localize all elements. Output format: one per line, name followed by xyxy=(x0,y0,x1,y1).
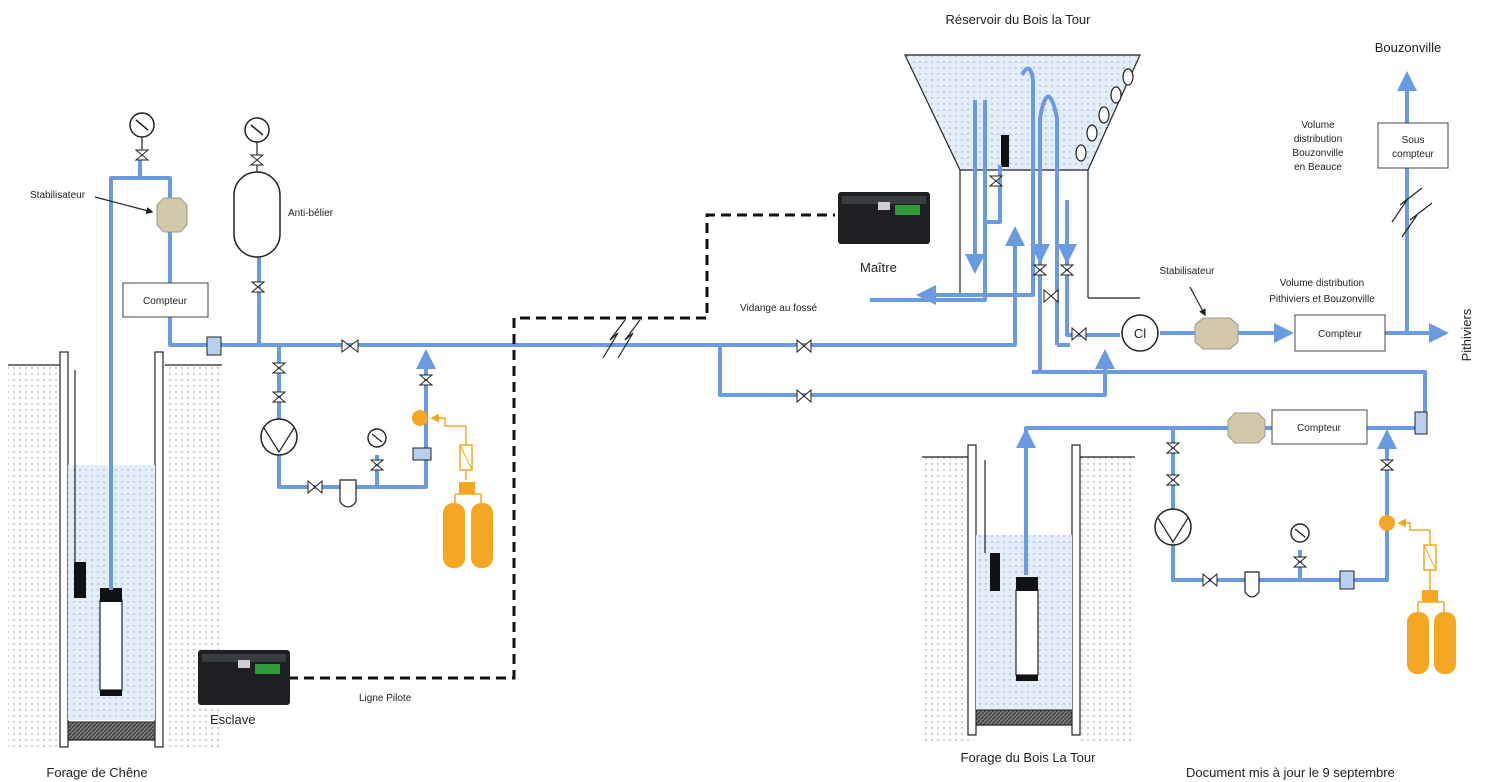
pipes-right xyxy=(650,66,1449,425)
valve-icon xyxy=(307,479,323,495)
vidange-label: Vidange au fossé xyxy=(740,303,818,314)
pressure-gauge-icon xyxy=(129,112,155,161)
stabilizer-icon xyxy=(1227,412,1266,444)
controller-esclave-icon xyxy=(198,650,290,705)
filter-icon xyxy=(1244,571,1260,598)
vol-bouz-line4: en Beauce xyxy=(1294,162,1342,173)
valve-icon xyxy=(1059,264,1075,276)
valve-icon xyxy=(1165,474,1181,486)
gas-cylinder-icon xyxy=(471,503,493,568)
valve-icon xyxy=(1202,572,1218,588)
valve-icon xyxy=(418,374,434,386)
vol-pith-line2: Pithiviers et Bouzonville xyxy=(1269,294,1375,305)
text-labels: Réservoir du Bois la Tour Bouzonville St… xyxy=(30,12,1474,780)
stabilisateur-left-label: Stabilisateur xyxy=(30,190,86,201)
valve-icon xyxy=(1165,442,1181,454)
gas-cylinder-icon xyxy=(1434,612,1456,674)
stabilisateur-right-label: Stabilisateur xyxy=(1159,266,1215,277)
float-switch-icon xyxy=(1075,68,1134,162)
injection-point-icon xyxy=(1379,515,1395,531)
ligne-pilote-label: Ligne Pilote xyxy=(359,693,412,704)
anti-belier-tank-icon xyxy=(233,171,281,258)
booster-pump-icon xyxy=(1154,508,1192,546)
valve-icon xyxy=(1043,288,1059,304)
valve-icon xyxy=(796,388,812,404)
controller-maitre-icon xyxy=(838,192,930,244)
pipe-break-icon xyxy=(1391,187,1433,238)
sous-compteur-line1: Sous xyxy=(1402,135,1425,146)
reservoir-label: Réservoir du Bois la Tour xyxy=(946,12,1092,27)
left-equipment xyxy=(94,112,493,568)
filter-icon xyxy=(339,479,357,508)
compteur-right-top-box xyxy=(1294,314,1386,352)
valve-icon xyxy=(271,391,287,403)
check-valve-icon xyxy=(412,447,432,461)
valve-icon xyxy=(250,281,266,293)
vol-bouz-line1: Volume xyxy=(1301,120,1335,131)
pressure-gauge-icon xyxy=(244,117,270,172)
right-equipment xyxy=(796,122,1449,404)
stabilizer-icon xyxy=(156,197,188,233)
submersible-pump-icon xyxy=(99,599,123,691)
esclave-label: Esclave xyxy=(210,712,256,727)
valve-icon xyxy=(341,339,359,353)
right-borehole-equipment xyxy=(1154,409,1456,674)
stabilizer-icon xyxy=(1194,317,1239,350)
chlorination-icon xyxy=(1121,314,1159,352)
bouzonville-label: Bouzonville xyxy=(1375,40,1442,55)
submersible-pump-icon xyxy=(1015,589,1039,676)
booster-pump-icon xyxy=(260,418,298,456)
compteur-left-label: Compteur xyxy=(143,296,188,307)
valve-icon xyxy=(988,175,1004,187)
sous-compteur-box xyxy=(1377,122,1449,169)
compteur-right-bottom-box xyxy=(1271,409,1368,445)
compteur-right-bottom-label: Compteur xyxy=(1297,423,1342,434)
forage-chene xyxy=(8,351,223,750)
level-probe-icon xyxy=(74,562,86,598)
vol-bouz-line3: Bouzonville xyxy=(1292,148,1344,159)
gas-cylinder-icon xyxy=(1407,612,1429,674)
anti-belier-label: Anti-bélier xyxy=(288,208,334,219)
document-date-label: Document mis à jour le 9 septembre xyxy=(1186,765,1395,780)
pressure-gauge-icon xyxy=(367,428,387,471)
forage-bois-la-tour xyxy=(922,444,1135,742)
valve-icon xyxy=(796,338,812,354)
vol-bouz-line2: distribution xyxy=(1294,134,1342,145)
vol-pith-line1: Volume distribution xyxy=(1280,278,1365,289)
valve-icon xyxy=(1032,264,1048,276)
level-probe-icon xyxy=(990,553,1000,591)
sous-compteur-line2: compteur xyxy=(1392,149,1434,160)
compteur-right-top-label: Compteur xyxy=(1318,329,1363,340)
cl-label: Cl xyxy=(1134,326,1146,341)
valve-icon xyxy=(271,362,287,374)
valve-icon xyxy=(1379,459,1395,471)
valve-icon xyxy=(1071,326,1087,342)
check-valve-icon xyxy=(1339,570,1355,590)
level-probe-icon xyxy=(1001,135,1009,167)
check-valve-icon xyxy=(206,336,222,356)
check-valve-icon xyxy=(1414,411,1428,435)
reservoir xyxy=(904,54,1141,299)
injection-point-icon xyxy=(412,410,428,426)
forage-chene-label: Forage de Chêne xyxy=(46,765,147,780)
pithiviers-label: Pithiviers xyxy=(1459,308,1474,361)
pressure-gauge-icon xyxy=(1290,523,1310,568)
pilot-line xyxy=(288,213,835,680)
pipe-break-icon xyxy=(602,319,641,359)
gas-cylinder-icon xyxy=(443,503,465,568)
compteur-left-box xyxy=(122,282,209,318)
forage-bois-label: Forage du Bois La Tour xyxy=(961,750,1097,765)
maitre-label: Maître xyxy=(860,260,897,275)
